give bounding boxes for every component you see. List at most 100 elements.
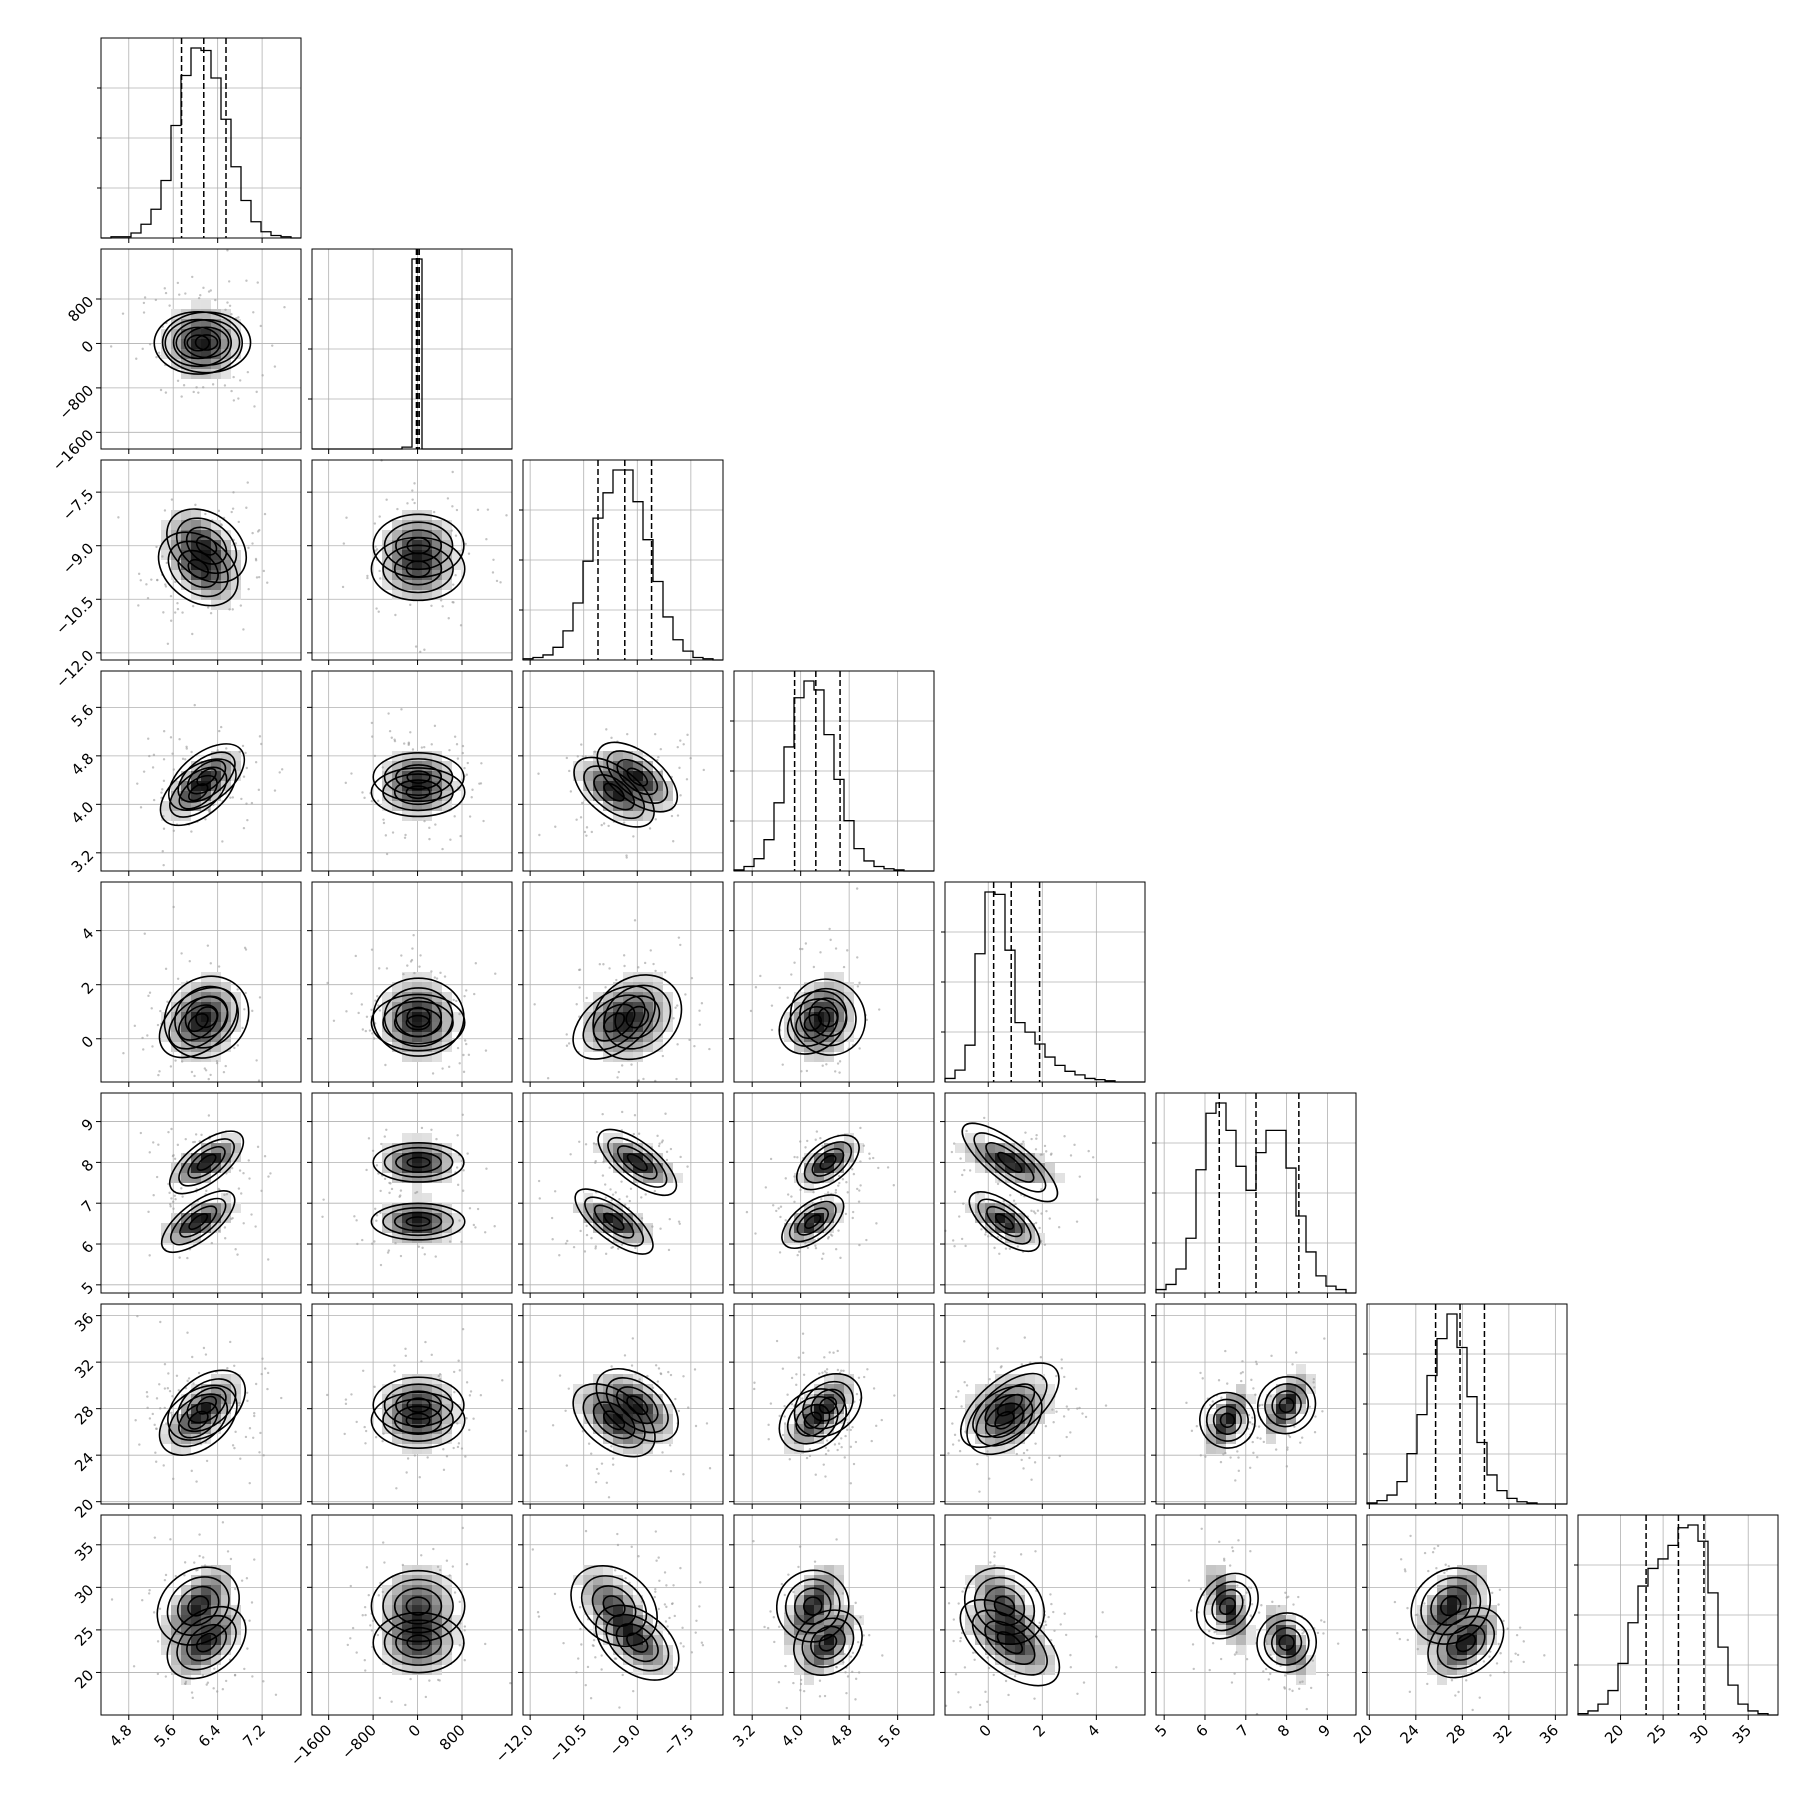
- density-cell: [603, 1374, 613, 1384]
- sample-point: [385, 1128, 388, 1131]
- sample-point: [321, 1215, 324, 1218]
- sample-point: [664, 1112, 667, 1115]
- density-cell: [995, 1223, 1005, 1233]
- density-cell: [191, 1394, 201, 1404]
- sample-point: [141, 1599, 144, 1602]
- density-cell: [201, 1203, 211, 1213]
- density-cell: [1417, 1645, 1427, 1655]
- panel-6-1: [307, 1303, 513, 1509]
- density-cell: [995, 1374, 1005, 1384]
- sample-point: [589, 1697, 593, 1700]
- sample-point: [602, 963, 605, 966]
- density-cell: [663, 1404, 673, 1414]
- sample-point: [1447, 1565, 1450, 1568]
- density-cell: [975, 1193, 985, 1203]
- sample-point: [818, 1695, 822, 1698]
- sample-point: [813, 1560, 817, 1563]
- sample-point: [387, 712, 390, 715]
- density-cell: [1296, 1364, 1306, 1374]
- density-cell: [402, 1002, 412, 1012]
- sample-point: [658, 1579, 661, 1582]
- sample-point: [245, 1391, 249, 1394]
- sample-point: [412, 934, 415, 937]
- density-cell: [593, 1223, 603, 1233]
- sample-point: [825, 1371, 828, 1375]
- sample-point: [253, 405, 256, 408]
- density-cell: [633, 1042, 643, 1052]
- density-cell: [985, 1575, 995, 1585]
- density-cell: [1286, 1655, 1296, 1665]
- sample-point: [569, 1153, 572, 1156]
- density-cell: [985, 1615, 995, 1625]
- sample-point: [371, 735, 374, 738]
- contour-line: [626, 767, 649, 787]
- sample-point: [459, 624, 463, 627]
- sample-point: [818, 1372, 821, 1375]
- sample-point: [1249, 1586, 1253, 1590]
- density-cell: [392, 1002, 402, 1012]
- sample-point: [407, 741, 411, 744]
- sample-point: [622, 954, 626, 957]
- density-cell: [593, 781, 603, 791]
- contour-line: [603, 782, 625, 802]
- density-cell: [181, 550, 191, 560]
- density-cell: [422, 540, 432, 550]
- density-cell: [613, 1394, 623, 1404]
- density-cell: [221, 982, 231, 992]
- density-cell: [382, 1585, 392, 1595]
- sample-point: [248, 1619, 251, 1622]
- sample-point: [674, 1397, 677, 1401]
- sample-point: [153, 1423, 156, 1427]
- density-cell: [422, 1434, 432, 1444]
- sample-point: [854, 1698, 857, 1701]
- contour-line: [170, 1197, 227, 1246]
- sample-point: [1489, 1650, 1492, 1653]
- sample-point: [213, 1667, 216, 1670]
- sample-point: [204, 818, 207, 821]
- sample-point: [258, 1451, 261, 1454]
- density-cell: [834, 1163, 844, 1173]
- density-cell: [402, 1233, 412, 1243]
- density-cell: [382, 1615, 392, 1625]
- density-cell: [432, 530, 442, 540]
- density-cell: [975, 1213, 985, 1223]
- sample-point: [1034, 1148, 1038, 1151]
- sample-point: [947, 1452, 950, 1455]
- density-cell: [422, 1655, 432, 1665]
- density-cell: [814, 1414, 824, 1424]
- sample-point: [164, 583, 167, 586]
- sample-point: [221, 1688, 225, 1691]
- density-cell: [623, 972, 633, 982]
- density-cell: [392, 1645, 402, 1655]
- density-cell: [221, 540, 231, 550]
- sample-point: [846, 1428, 849, 1432]
- density-cell: [201, 1143, 211, 1153]
- density-cell: [221, 1193, 231, 1203]
- sample-point: [693, 1044, 696, 1048]
- sample-point: [239, 604, 243, 607]
- sample-point: [790, 1402, 794, 1406]
- density-cell: [633, 1374, 643, 1384]
- sample-point: [665, 1150, 669, 1154]
- sample-point: [828, 927, 831, 931]
- sample-point: [361, 1369, 365, 1372]
- sample-point: [958, 1449, 962, 1453]
- sample-point: [175, 1374, 179, 1377]
- sample-point: [180, 395, 183, 398]
- sample-point: [688, 1038, 691, 1042]
- density-cell: [824, 1042, 834, 1052]
- sample-point: [656, 1134, 659, 1138]
- sample-point: [1478, 1696, 1481, 1699]
- sample-point: [812, 965, 816, 969]
- sample-point: [460, 1240, 463, 1244]
- density-cell: [1467, 1635, 1477, 1645]
- sample-point: [672, 1584, 675, 1587]
- density-cell: [201, 1153, 211, 1163]
- density-cell: [171, 570, 181, 580]
- sample-point: [826, 1191, 830, 1194]
- sample-point: [267, 1175, 270, 1178]
- density-cell: [824, 992, 834, 1002]
- density-cell: [1266, 1394, 1276, 1404]
- density-cell: [211, 1595, 221, 1605]
- density-cell: [221, 1163, 231, 1173]
